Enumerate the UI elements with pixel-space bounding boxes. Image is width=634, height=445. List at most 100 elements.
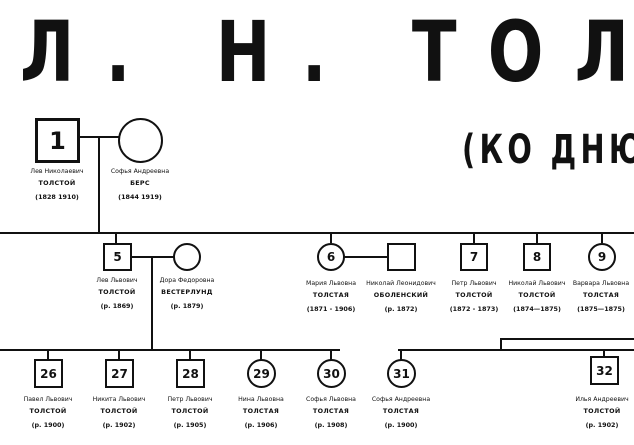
person-29-years: (р. 1906): [244, 421, 278, 429]
person-27-label: Никита Львович ТОЛСТОЙ (р. 1902): [93, 396, 146, 429]
person-7-number: 7: [469, 250, 479, 264]
grandchildren-line-right-drop: [500, 338, 502, 350]
person-31-label: Софья Андреевна ТОЛСТАЯ (р. 1900): [372, 396, 430, 429]
person-9-years: (1875—1875): [577, 305, 625, 313]
connector-p5-descent: [151, 257, 153, 350]
person-26-surname: ТОЛСТОЙ: [29, 407, 67, 415]
person-26-name: Павел Львович: [23, 396, 73, 403]
person-27-node: 27: [105, 359, 134, 388]
person-27-name: Никита Львович: [92, 396, 146, 403]
wife-name: Софья Андреевна: [110, 168, 170, 175]
chart-subtitle: (КО ДНЮ: [462, 127, 634, 173]
person-29-name: Нина Львовна: [238, 396, 284, 403]
connector-p1-wife: [80, 136, 120, 138]
person-28-label: Петр Львович ТОЛСТОЙ (р. 1905): [167, 396, 212, 429]
chart-title: Л. Н. ТОЛ: [20, 3, 634, 101]
person-6-label: Мария Львовна ТОЛСТАЯ (1871 - 1906): [306, 280, 356, 313]
person-9-surname: ТОЛСТАЯ: [582, 291, 620, 299]
wife-node: [118, 118, 163, 163]
person-7-surname: ТОЛСТОЙ: [455, 291, 493, 299]
person-5-wife-surname: ВЕСТЕРЛУНД: [161, 288, 213, 296]
person-9-node: 9: [588, 243, 616, 271]
grandchildren-line-left: [0, 349, 340, 351]
connector-to-p7: [473, 233, 475, 243]
person-28-node: 28: [176, 359, 205, 388]
person-27-surname: ТОЛСТОЙ: [100, 407, 138, 415]
person-9-name: Варвара Львовна: [572, 280, 630, 287]
connector-to-p9: [601, 233, 603, 243]
person-5-wife-label: Дора Федоровна ВЕСТЕРЛУНД (р. 1879): [160, 277, 215, 310]
person-31-surname: ТОЛСТАЯ: [382, 407, 420, 415]
person-6-husband-label: Николай Леонидович ОБОЛЕНСКИЙ (р. 1872): [366, 280, 436, 313]
connector-to-p31: [400, 350, 402, 360]
person-8-surname: ТОЛСТОЙ: [518, 291, 556, 299]
person-31-number: 31: [393, 366, 410, 381]
connector-p6-husband: [344, 256, 388, 258]
person-30-name: Софья Львовна: [306, 396, 356, 403]
person-5-node: 5: [103, 243, 132, 271]
person-31-years: (р. 1900): [384, 421, 418, 429]
person-6-husband-years: (р. 1872): [384, 305, 418, 313]
connector-to-p26: [47, 350, 49, 360]
person-5-wife-name: Дора Федоровна: [159, 277, 215, 284]
person-32-years: (р. 1902): [585, 421, 619, 429]
person-32-surname: ТОЛСТОЙ: [583, 407, 621, 415]
person-26-number: 26: [40, 366, 57, 381]
person-26-node: 26: [34, 359, 63, 388]
person-1-years: (1828 1910): [35, 193, 79, 201]
person-8-node: 8: [523, 243, 551, 271]
person-5-wife-node: [173, 243, 201, 271]
person-30-label: Софья Львовна ТОЛСТАЯ (р. 1908): [306, 396, 356, 429]
person-28-name: Петр Львович: [167, 396, 213, 403]
person-9-label: Варвара Львовна ТОЛСТАЯ (1875—1875): [573, 280, 629, 313]
person-8-name: Николай Львович: [508, 280, 566, 287]
person-26-label: Павел Львович ТОЛСТОЙ (р. 1900): [24, 396, 73, 429]
connector-to-p28: [189, 350, 191, 360]
person-29-node: 29: [247, 359, 276, 388]
grandchildren-line-right: [398, 349, 634, 351]
person-1-surname: ТОЛСТОЙ: [38, 179, 76, 187]
person-26-years: (р. 1900): [31, 421, 65, 429]
person-1-name: Лев Николаевич: [30, 168, 84, 175]
wife-surname: БЕРС: [130, 179, 150, 187]
grandchildren-line-right-upper: [500, 338, 634, 340]
connector-to-p5: [115, 233, 117, 243]
person-32-name: Илья Андреевич: [575, 396, 629, 403]
person-32-label: Илья Андреевич ТОЛСТОЙ (р. 1902): [575, 396, 628, 429]
person-30-node: 30: [317, 359, 346, 388]
wife-label: Софья Андреевна БЕРС (1844 1919): [111, 168, 169, 201]
person-30-surname: ТОЛСТАЯ: [312, 407, 350, 415]
person-1-number: 1: [49, 126, 66, 155]
person-1-node: 1: [35, 118, 80, 163]
connector-to-p6: [330, 233, 332, 243]
children-line: [0, 232, 634, 234]
wife-years: (1844 1919): [118, 193, 162, 201]
person-1-label: Лев Николаевич ТОЛСТОЙ (1828 1910): [30, 168, 83, 201]
person-6-years: (1871 - 1906): [306, 305, 356, 313]
person-5-years: (р. 1869): [100, 302, 134, 310]
person-29-surname: ТОЛСТАЯ: [242, 407, 280, 415]
person-6-husband-surname: ОБОЛЕНСКИЙ: [373, 291, 429, 299]
person-28-surname: ТОЛСТОЙ: [171, 407, 209, 415]
person-6-husband-node: [387, 243, 416, 271]
person-8-years: (1874—1875): [513, 305, 561, 313]
person-6-number: 6: [326, 250, 336, 264]
person-8-number: 8: [532, 250, 542, 264]
person-7-label: Петр Львович ТОЛСТОЙ (1872 - 1873): [450, 280, 499, 313]
connector-p1-descent: [98, 137, 100, 233]
person-5-number: 5: [113, 250, 122, 264]
person-29-label: Нина Львовна ТОЛСТАЯ (р. 1906): [238, 396, 284, 429]
person-5-name: Лев Львович: [96, 277, 138, 284]
connector-to-p29: [260, 350, 262, 360]
person-6-name: Мария Львовна: [306, 280, 356, 287]
person-7-years: (1872 - 1873): [449, 305, 499, 313]
person-6-node: 6: [317, 243, 345, 271]
person-5-surname: ТОЛСТОЙ: [98, 288, 136, 296]
person-28-number: 28: [182, 366, 199, 381]
person-30-number: 30: [323, 366, 340, 381]
person-31-name: Софья Андреевна: [371, 396, 431, 403]
person-7-name: Петр Львович: [451, 280, 497, 287]
person-5-wife-years: (р. 1879): [170, 302, 204, 310]
connector-to-p27: [118, 350, 120, 360]
person-27-years: (р. 1902): [102, 421, 136, 429]
